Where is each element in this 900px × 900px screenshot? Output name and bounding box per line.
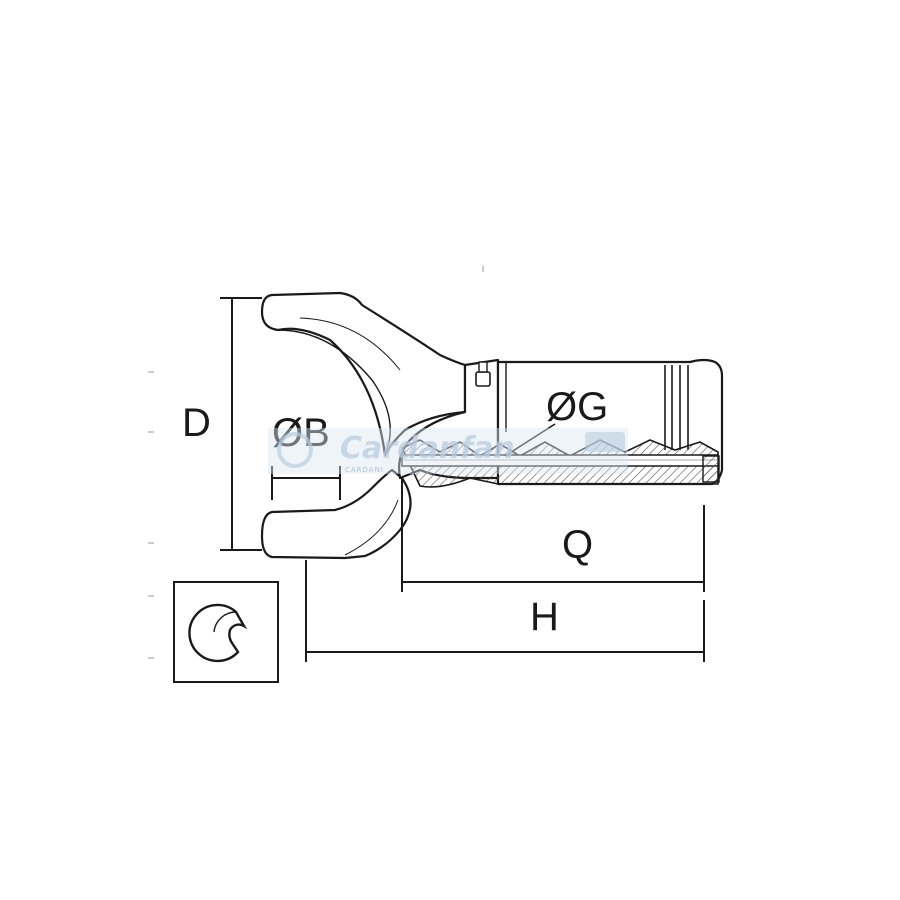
- dimension-label-h: H: [530, 595, 559, 639]
- profile-box: [173, 581, 279, 683]
- yoke-body: [260, 291, 724, 560]
- dimension-label-g: ØG: [546, 385, 608, 429]
- c-profile-icon: [188, 603, 248, 663]
- dimension-label-q: Q: [562, 523, 593, 567]
- watermark: Cardanfan CARDANI: [268, 428, 628, 474]
- watermark-tagline: CARDANI: [345, 466, 384, 474]
- section-cutaway: [400, 439, 720, 488]
- dimension-label-d: D: [182, 401, 211, 445]
- dimension-lines: [220, 297, 705, 662]
- watermark-brand: Cardanfan: [340, 431, 515, 466]
- edge-ticks: [148, 266, 484, 659]
